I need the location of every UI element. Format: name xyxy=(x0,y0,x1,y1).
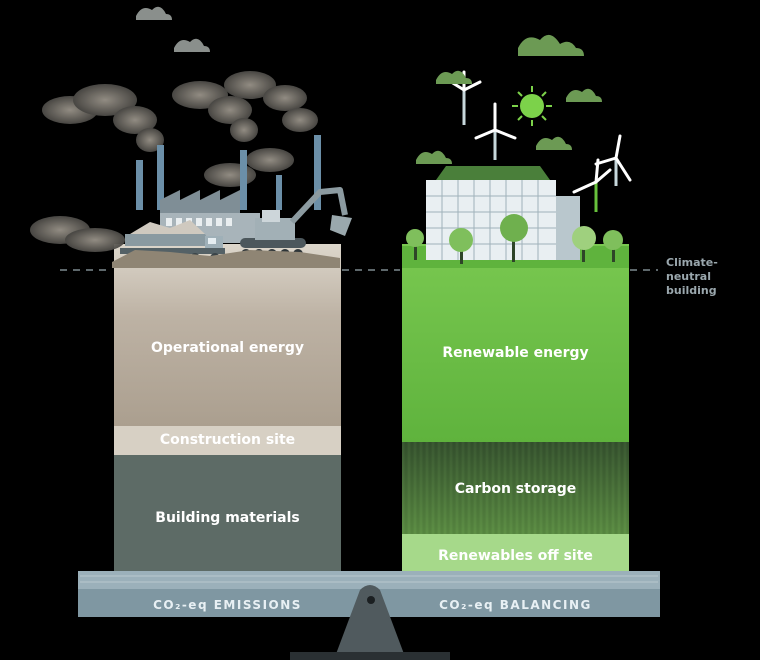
balancing-column xyxy=(402,244,629,579)
label-construction-site: Construction site xyxy=(159,432,296,448)
label-operational-energy: Operational energy xyxy=(151,340,304,356)
fulcrum xyxy=(290,585,450,660)
label-renewable-energy: Renewable energy xyxy=(442,345,589,361)
label-climate-neutral-building: Climate-neutral building xyxy=(666,256,718,297)
label-balancing-axis: CO₂-eq BALANCING xyxy=(439,598,592,612)
green-clouds xyxy=(416,34,602,164)
label-emissions-axis: CO₂-eq EMISSIONS xyxy=(153,598,302,612)
segment-building-materials xyxy=(114,455,341,579)
industry-illustration xyxy=(30,71,352,268)
wind-turbines xyxy=(446,70,632,212)
label-carbon-storage: Carbon storage xyxy=(454,481,577,497)
label-building-materials: Building materials xyxy=(155,510,300,526)
label-renewables-off-site: Renewables off site xyxy=(438,548,593,564)
smoke-plumes xyxy=(30,71,318,252)
emissions-column xyxy=(114,244,341,579)
segment-renewable-energy xyxy=(402,244,629,442)
trees xyxy=(406,214,623,264)
segment-operational-energy xyxy=(114,244,341,426)
dark-clouds xyxy=(136,6,210,52)
segment-construction-site xyxy=(114,426,341,455)
sun-icon xyxy=(512,86,552,126)
green-building-illustration xyxy=(402,34,632,268)
